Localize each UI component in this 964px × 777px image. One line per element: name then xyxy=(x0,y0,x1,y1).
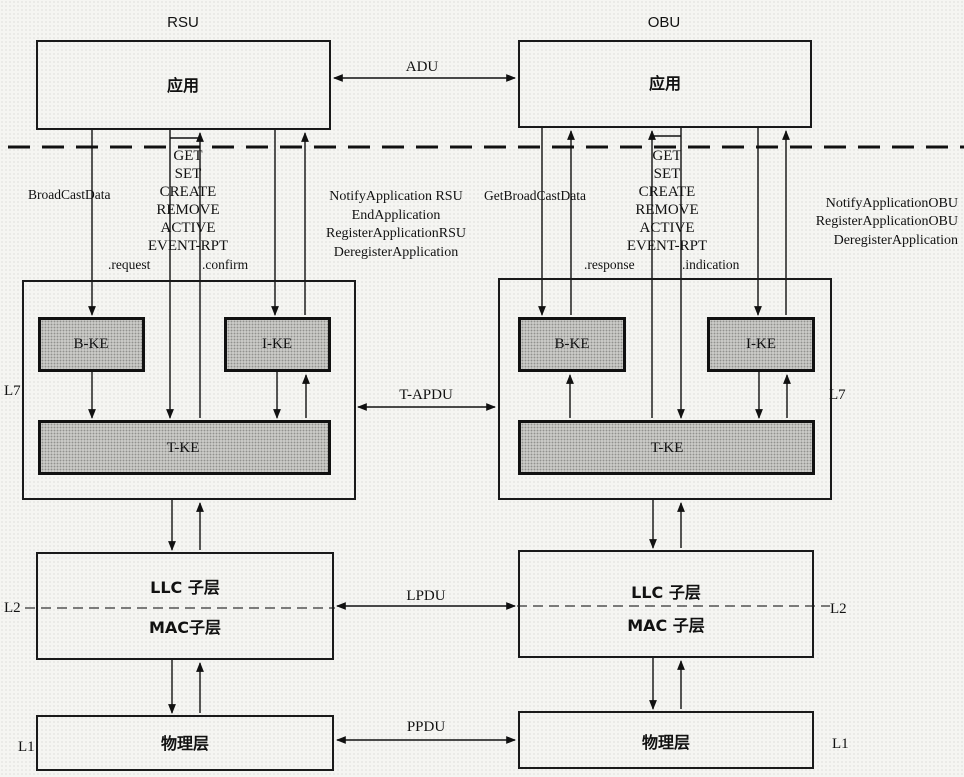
rsu-confirm-label: .confirm xyxy=(202,257,249,272)
obu-bke-box xyxy=(518,317,626,372)
rsu-l7-box xyxy=(22,280,356,500)
obu-header: OBU xyxy=(647,14,681,31)
rsu-l2-label: L2 xyxy=(4,600,21,616)
obu-bke-label: B-KE xyxy=(554,336,590,352)
rsu-register-application: RegisterApplicationRSU xyxy=(326,226,466,241)
obu-ike-label: I-KE xyxy=(746,336,776,352)
adu-link-label: ADU xyxy=(405,59,439,75)
obu-primitive-remove: REMOVE xyxy=(635,202,699,218)
rsu-end-application: EndApplication xyxy=(351,207,441,223)
rsu-llc-mac-box xyxy=(36,552,334,660)
rsu-primitive-get: GET xyxy=(173,148,203,164)
rsu-primitive-remove: REMOVE xyxy=(156,202,220,218)
rsu-tke-box xyxy=(38,420,331,475)
rsu-mac-label: MAC子层 xyxy=(148,618,222,637)
rsu-primitive-create: CREATE xyxy=(159,184,217,200)
obu-application-label: 应用 xyxy=(648,74,682,93)
obu-indication-label: .indication xyxy=(682,257,740,272)
obu-notify-application: NotifyApplicationOBU xyxy=(825,196,958,211)
obu-physical-layer-box xyxy=(518,711,814,769)
obu-primitive-create: CREATE xyxy=(638,184,696,200)
rsu-application-label: 应用 xyxy=(166,76,200,95)
rsu-bke-box xyxy=(38,317,145,372)
rsu-header: RSU xyxy=(167,14,199,31)
rsu-primitive-set: SET xyxy=(174,166,202,182)
rsu-application-box xyxy=(36,40,331,130)
rsu-deregister-application: DeregisterApplication xyxy=(333,244,459,260)
obu-application-box xyxy=(518,40,812,128)
obu-l2-label: L2 xyxy=(830,601,847,617)
obu-get-broadcast-data-label: GetBroadCastData xyxy=(484,188,586,203)
obu-tke-box xyxy=(518,420,815,475)
rsu-physical-layer-label: 物理层 xyxy=(160,734,210,753)
ppdu-link-label: PPDU xyxy=(406,719,446,735)
rsu-primitive-active: ACTIVE xyxy=(160,220,216,236)
obu-mac-label: MAC 子层 xyxy=(627,616,705,635)
obu-l1-label: L1 xyxy=(832,736,849,752)
lpdu-link-label: LPDU xyxy=(406,588,446,604)
obu-llc-mac-box xyxy=(518,550,814,658)
rsu-primitive-event-rpt: EVENT-RPT xyxy=(147,238,229,254)
rsu-ike-box xyxy=(224,317,331,372)
obu-physical-layer-label: 物理层 xyxy=(641,733,691,752)
rsu-llc-label: LLC 子层 xyxy=(150,578,220,597)
tapdu-link-label: T-APDU xyxy=(399,387,453,403)
rsu-notify-list: NotifyApplication RSU EndApplication Reg… xyxy=(326,188,466,262)
obu-primitives-list: GET SET CREATE REMOVE ACTIVE EVENT-RPT xyxy=(627,147,707,255)
obu-primitive-set: SET xyxy=(653,166,681,182)
obu-register-application: RegisterApplicationOBU xyxy=(815,214,958,229)
rsu-l7-label: L7 xyxy=(4,383,21,399)
rsu-ike-label: I-KE xyxy=(262,336,292,352)
rsu-bke-label: B-KE xyxy=(73,336,109,352)
obu-l7-label: L7 xyxy=(829,387,846,403)
obu-notify-list: NotifyApplicationOBU RegisterApplication… xyxy=(816,192,958,252)
rsu-request-label: .request xyxy=(108,257,151,272)
rsu-tke-label: T-KE xyxy=(166,440,200,456)
obu-l7-box xyxy=(498,278,832,500)
obu-tke-label: T-KE xyxy=(650,440,684,456)
rsu-primitives-list: GET SET CREATE REMOVE ACTIVE EVENT-RPT xyxy=(148,147,228,255)
rsu-l1-label: L1 xyxy=(18,739,35,755)
obu-llc-label: LLC 子层 xyxy=(631,583,701,602)
obu-deregister-application: DeregisterApplication xyxy=(833,233,958,248)
rsu-physical-layer-box xyxy=(36,715,334,771)
obu-primitive-event-rpt: EVENT-RPT xyxy=(626,238,708,254)
rsu-broadcast-data-label: BroadCastData xyxy=(28,187,111,202)
obu-response-label: .response xyxy=(584,257,635,272)
obu-primitive-get: GET xyxy=(652,148,682,164)
obu-ike-box xyxy=(707,317,815,372)
rsu-notify-application: NotifyApplication RSU xyxy=(329,189,463,204)
obu-primitive-active: ACTIVE xyxy=(639,220,695,236)
